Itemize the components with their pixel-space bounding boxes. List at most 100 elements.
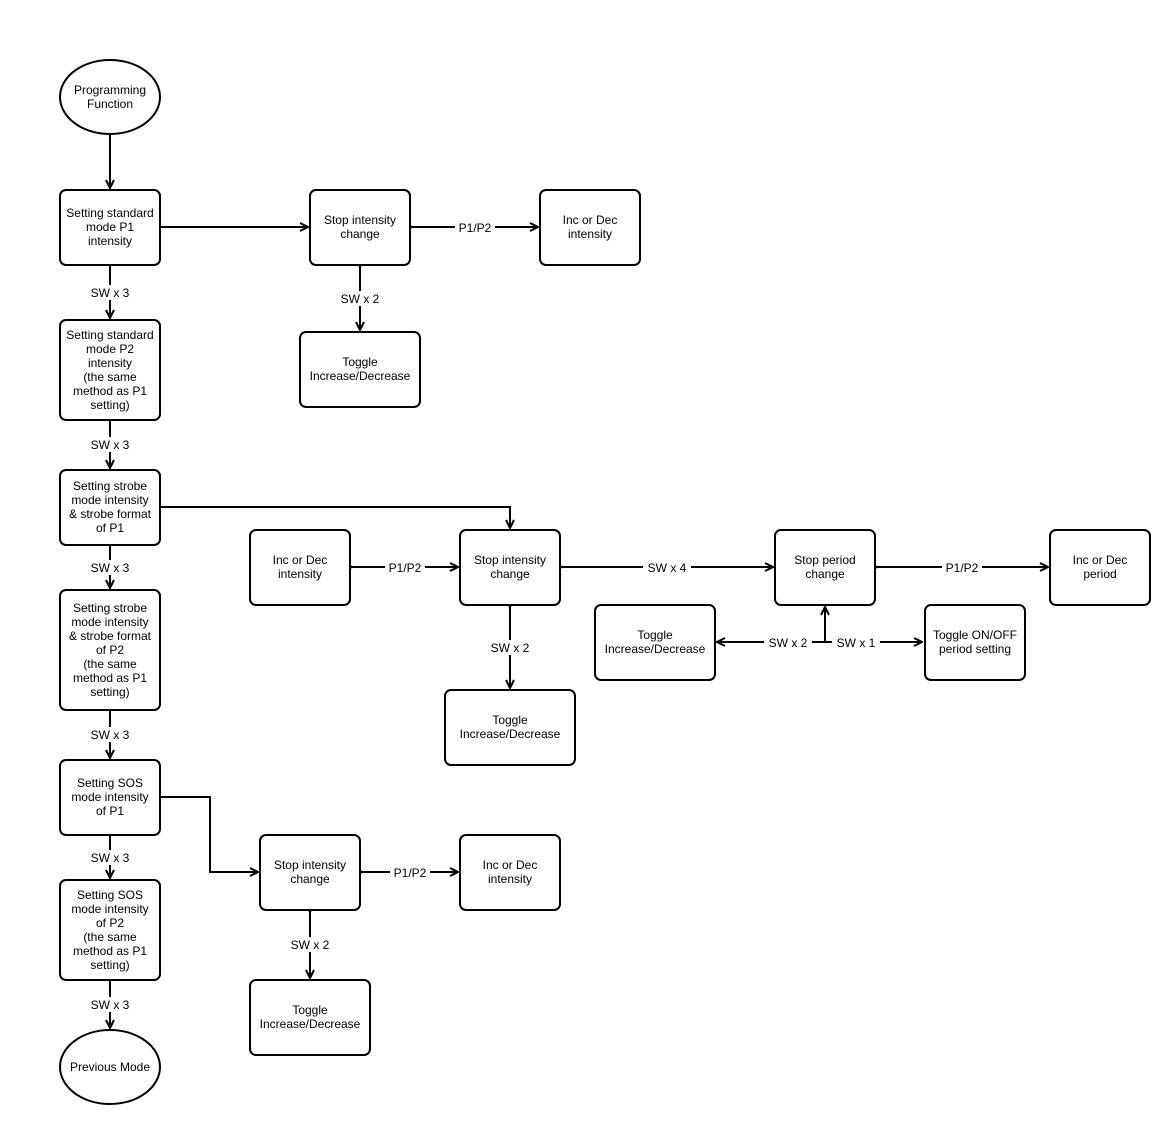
node-label-line: intensity [88, 234, 132, 248]
node-label-line: Increase/Decrease [310, 369, 411, 383]
node-label-line: intensity [568, 227, 612, 241]
node-label-line: mode intensity [71, 615, 148, 629]
edge-sos-p1-to-stop-3 [161, 796, 258, 872]
node-label-line: method as P1 [73, 671, 147, 685]
node-label-line: Setting standard [66, 328, 153, 342]
node-label-line: setting) [90, 685, 129, 699]
node-label-line: Setting SOS [77, 776, 143, 790]
node-label-line: Setting SOS [77, 888, 143, 902]
edge-label-sw-x-3: SW x 3 [91, 998, 130, 1012]
node-label-line: mode P1 [86, 220, 134, 234]
strobe-p1-box [59, 469, 161, 546]
node-label-line: Inc or Dec [273, 553, 328, 567]
node-label-line: of P1 [96, 804, 124, 818]
node-label-line: Previous Mode [70, 1060, 150, 1074]
inc-dec-intensity-box-2 [249, 529, 351, 606]
toggle-box-4 [249, 979, 371, 1056]
node-label-line: Stop period [794, 553, 855, 567]
edge-label-sw-x-1: SW x 1 [837, 636, 876, 650]
node-label-line: change [805, 567, 845, 581]
inc-dec-intensity-box-3 [459, 834, 561, 911]
node-label-line: intensity [88, 356, 132, 370]
edge-label-sw-x-3: SW x 3 [91, 561, 130, 575]
edge-label-p1-p2: P1/P2 [459, 221, 492, 235]
node-label-line: change [490, 567, 530, 581]
node-label-line: setting) [90, 398, 129, 412]
node-label-line: Inc or Dec [563, 213, 618, 227]
sos-p1-box [59, 759, 161, 836]
node-label-line: mode intensity [71, 790, 148, 804]
node-label-line: (the same [83, 930, 137, 944]
toggle-onoff-box [924, 604, 1026, 681]
node-label-line: Inc or Dec [483, 858, 538, 872]
strobe-p2-box [59, 589, 161, 711]
edge-label-sw-x-2: SW x 2 [291, 938, 330, 952]
node-label-line: Toggle [492, 713, 528, 727]
edge-strobe-p1-to-stop-2 [161, 506, 510, 528]
edge-label-sw-x-2: SW x 2 [341, 292, 380, 306]
node-label-line: Function [87, 97, 133, 111]
std-p1-box [59, 189, 161, 266]
node-label-line: (the same [83, 657, 137, 671]
edge-label-sw-x-3: SW x 3 [91, 438, 130, 452]
node-label-line: Increase/Decrease [605, 642, 706, 656]
std-p2-box [59, 319, 161, 421]
toggle-box-3 [594, 604, 716, 681]
node-label-line: period [1083, 567, 1116, 581]
node-label-line: mode P2 [86, 342, 134, 356]
inc-dec-period-box [1049, 529, 1151, 606]
sos-p2-box [59, 879, 161, 981]
node-label-line: Stop intensity [474, 553, 546, 567]
node-label-line: method as P1 [73, 944, 147, 958]
stop-period-box [774, 529, 876, 606]
node-label-line: change [290, 872, 330, 886]
edge-label-p1-p2: P1/P2 [394, 866, 427, 880]
previous-mode-node [59, 1029, 161, 1105]
node-label-line: Toggle [342, 355, 378, 369]
edge-label-sw-x-2: SW x 2 [769, 636, 808, 650]
node-label-line: Inc or Dec [1073, 553, 1128, 567]
node-label-line: of P1 [96, 521, 124, 535]
node-label-line: Setting strobe [73, 479, 147, 493]
edge-label-sw-x-4: SW x 4 [648, 561, 687, 575]
node-label-line: of P2 [96, 643, 124, 657]
inc-dec-intensity-box-1 [539, 189, 641, 266]
edge-label-sw-x-3: SW x 3 [91, 728, 130, 742]
node-label-line: Increase/Decrease [460, 727, 561, 741]
node-label-line: & strobe format [69, 507, 152, 521]
node-label-line: Programming [74, 83, 146, 97]
toggle-box-1 [299, 331, 421, 408]
node-label-line: Stop intensity [274, 858, 346, 872]
edge-label-p1-p2: P1/P2 [389, 561, 422, 575]
edge-labels: SW x 3 SW x 3 SW x 3 SW x 3 SW x 3 SW x … [86, 220, 982, 1012]
edge-label-sw-x-3: SW x 3 [91, 286, 130, 300]
start-node [59, 59, 161, 135]
node-label-line: Setting standard [66, 206, 153, 220]
node-label-line: Setting strobe [73, 601, 147, 615]
node-label-line: setting) [90, 958, 129, 972]
edge-label-sw-x-2: SW x 2 [491, 641, 530, 655]
node-label-line: method as P1 [73, 384, 147, 398]
node-label-line: change [340, 227, 380, 241]
